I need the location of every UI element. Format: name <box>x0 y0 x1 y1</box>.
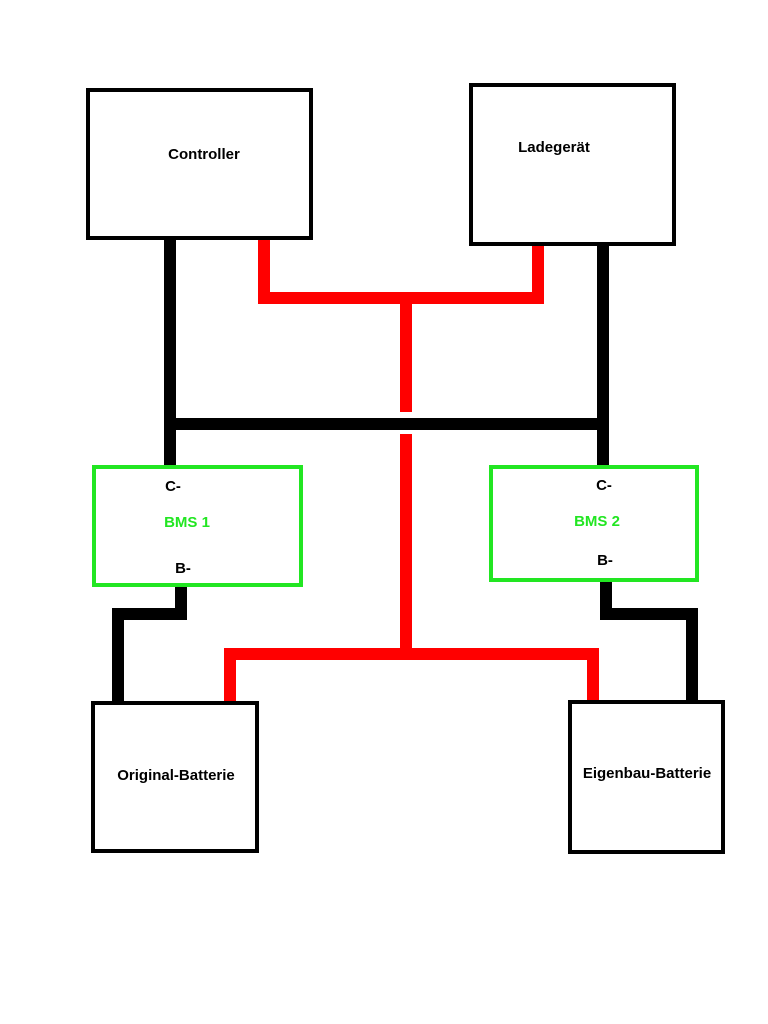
positive-wires <box>224 232 599 707</box>
bms1-label: BMS 1 <box>164 514 210 531</box>
controller-box <box>86 88 313 240</box>
bms2-to-eigenbau-battery-wire <box>600 576 698 706</box>
charger-label: Ladegerät <box>518 139 590 156</box>
bms1-c-terminal: C- <box>165 478 181 495</box>
charger-box <box>469 83 676 246</box>
original-battery-box <box>91 701 259 853</box>
eigenbau-battery-label: Eigenbau-Batterie <box>583 765 711 782</box>
controller-label: Controller <box>168 146 240 163</box>
bms2-label: BMS 2 <box>574 513 620 530</box>
negative-wires <box>112 234 698 707</box>
bms1-box <box>92 465 303 587</box>
controller-charger-positive-wire <box>258 232 544 304</box>
bms1-to-original-battery-wire <box>112 581 187 707</box>
original-battery-label: Original-Batterie <box>117 767 235 784</box>
battery-positive-wire <box>224 648 599 707</box>
bms2-box <box>489 465 699 582</box>
bms1-b-terminal: B- <box>175 560 191 577</box>
eigenbau-battery-box <box>568 700 725 854</box>
bms2-c-terminal: C- <box>596 477 612 494</box>
bms2-b-terminal: B- <box>597 552 613 569</box>
